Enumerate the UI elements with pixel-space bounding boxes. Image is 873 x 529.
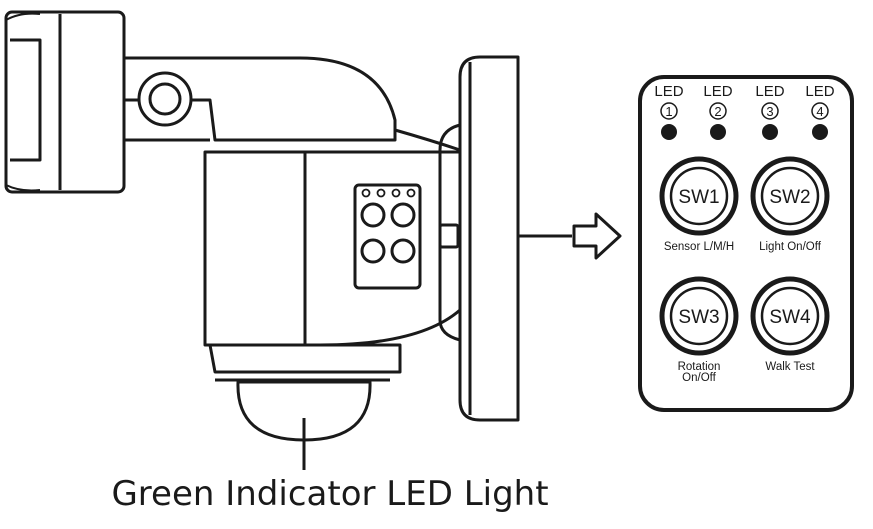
led-label-4: LED	[805, 83, 834, 100]
switch-caption: Light On/Off	[759, 241, 822, 253]
body-control-panel	[353, 183, 422, 290]
led-indicator-2	[710, 124, 726, 140]
led-label-2: LED	[703, 83, 732, 100]
switch-label: SW1	[678, 187, 719, 208]
body-button-1	[360, 202, 386, 228]
led-number-4: 4	[816, 104, 823, 119]
led-indicator-3	[762, 124, 778, 140]
caption-label: Green Indicator LED Light	[111, 474, 548, 514]
led-number-3: 3	[766, 104, 773, 119]
body-led-3	[391, 188, 401, 198]
switch-sw3[interactable]: SW3	[659, 276, 739, 356]
light-head	[4, 10, 126, 194]
led-label-1: LED	[654, 83, 683, 100]
led-number-circle-1	[660, 102, 678, 120]
switch-label: SW3	[678, 307, 719, 328]
led-indicator-1	[661, 124, 677, 140]
led-number-circle-4	[811, 102, 829, 120]
main-body	[203, 150, 462, 347]
switch-caption: On/Off	[682, 372, 716, 384]
switch-sw4[interactable]: SW4	[750, 276, 830, 356]
led-label-3: LED	[755, 83, 784, 100]
switch-inner-ring	[669, 286, 729, 346]
switch-caption: Walk Test	[765, 361, 815, 373]
switch-inner-ring	[760, 286, 820, 346]
led-number-1: 1	[665, 104, 672, 119]
floodlight-device	[4, 10, 520, 442]
body-button-4	[390, 238, 416, 264]
switch-inner-ring	[760, 166, 820, 226]
switch-label: SW4	[769, 307, 811, 328]
body-button-2	[390, 202, 416, 228]
switch-caption: Sensor L/M/H	[664, 241, 734, 253]
switch-sw1[interactable]: SW1	[659, 156, 739, 236]
switch-inner-ring	[669, 166, 729, 226]
switch-sw2[interactable]: SW2	[750, 156, 830, 236]
led-indicator-4	[812, 124, 828, 140]
body-button-3	[360, 238, 386, 264]
led-number-circle-3	[761, 102, 779, 120]
led-number-circle-2	[709, 102, 727, 120]
arrow-icon	[572, 212, 622, 260]
lower-housing	[208, 343, 402, 374]
body-led-2	[376, 188, 386, 198]
arm-pivot-inner	[148, 82, 182, 116]
wall-plate	[458, 55, 520, 422]
body-led-1	[361, 188, 371, 198]
switch-caption: Rotation	[678, 361, 721, 373]
mounting-arm	[122, 56, 397, 142]
led-number-2: 2	[714, 104, 721, 119]
switch-label: SW2	[769, 187, 810, 208]
body-led-4	[406, 188, 416, 198]
